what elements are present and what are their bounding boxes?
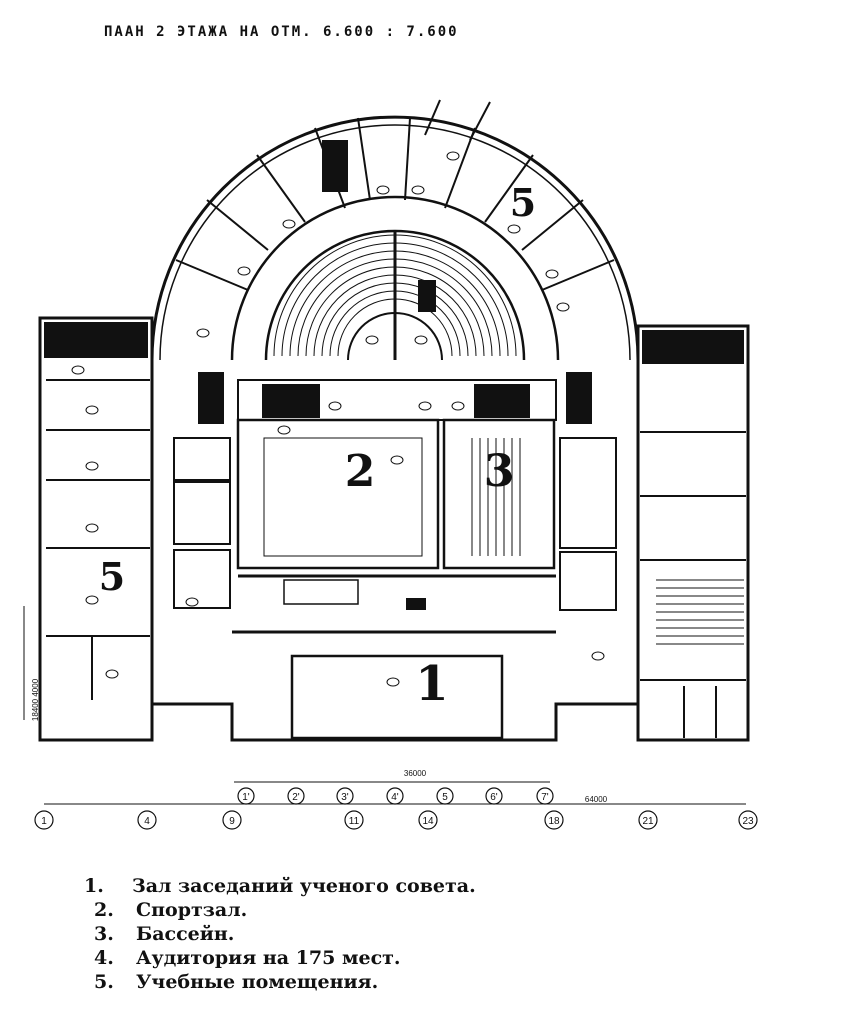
axis-label-secondary: 4' — [391, 792, 399, 803]
axis-marker — [738, 810, 758, 830]
axis-marker-secondary — [536, 787, 554, 805]
room-label-1: 1 — [415, 656, 448, 712]
dimension-overall: 64000 — [585, 795, 608, 804]
right-classrooms — [559, 431, 746, 738]
axis-marker — [544, 810, 564, 830]
dark-room-right — [642, 330, 744, 364]
legend-item: 5. Учебные помещения. — [84, 970, 604, 994]
axis-marker-secondary — [485, 787, 503, 805]
legend-text: Спортзал. — [136, 899, 248, 921]
corridor-arc-wall — [230, 195, 560, 361]
legend-text: Учебные помещения. — [136, 971, 379, 993]
axis-marker-secondary — [436, 787, 454, 805]
dark-room-left — [44, 322, 148, 358]
axis-label: 23 — [742, 816, 754, 827]
axis-marker-secondary — [336, 787, 354, 805]
legend-item: 1. Зал заседаний ученого совета. — [84, 874, 604, 898]
outer-arc-wall-inner — [159, 124, 631, 361]
axis-label-secondary: 7' — [541, 792, 549, 803]
axis-label-secondary: 3' — [341, 792, 349, 803]
plan-title: ПААН 2 ЭТАЖА НА ОТМ. 6.600 : 7.600 — [104, 24, 459, 40]
council-hall — [290, 654, 504, 740]
axis-label-secondary: 1' — [242, 792, 250, 803]
legend-text: Бассейн. — [136, 923, 235, 945]
legend-number: 4. — [94, 947, 114, 969]
axis-marker-secondary — [287, 787, 305, 805]
outer-arc-wall — [150, 115, 640, 361]
axis-marker-secondary — [386, 787, 404, 805]
axis-label: 4 — [144, 816, 150, 827]
left-classrooms — [46, 379, 231, 700]
room-label-2: 2 — [345, 446, 376, 497]
axis-marker — [34, 810, 54, 830]
dimension-side: 18400 4000 — [31, 678, 40, 721]
legend-text: Зал заседаний ученого совета. — [132, 875, 476, 897]
legend: 1. Зал заседаний ученого совета. 2. Спортз… — [84, 874, 604, 994]
pool-lanes — [471, 438, 521, 556]
axis-label-secondary: 2' — [292, 792, 300, 803]
legend-number: 2. — [94, 899, 114, 921]
room-label-5-top: 5 — [510, 180, 536, 225]
dimension-center: 36000 — [404, 769, 427, 778]
room-label-3: 3 — [484, 446, 515, 497]
axis-marker — [418, 810, 438, 830]
axis-marker-secondary — [237, 787, 255, 805]
legend-item: 4. Аудитория на 175 мест. — [84, 946, 604, 970]
axis-marker — [222, 810, 242, 830]
legend-item: 3. Бассейн. — [84, 922, 604, 946]
legend-number: 1. — [84, 875, 104, 897]
axis-label-secondary: 5 — [442, 792, 448, 803]
legend-number: 3. — [94, 923, 114, 945]
axis-marker — [137, 810, 157, 830]
room-label-5-left: 5 — [99, 554, 125, 599]
axis-marker — [344, 810, 364, 830]
legend-item: 2. Спортзал. — [84, 898, 604, 922]
axis-label: 18 — [548, 816, 560, 827]
legend-number: 5. — [94, 971, 114, 993]
axis-marker — [638, 810, 658, 830]
axis-label-secondary: 6' — [490, 792, 498, 803]
axis-label: 11 — [349, 816, 360, 827]
axis-label: 1 — [41, 816, 47, 827]
gym-hall — [236, 418, 440, 570]
axis-label: 14 — [422, 816, 434, 827]
legend-text: Аудитория на 175 мест. — [136, 947, 401, 969]
axis-label: 21 — [642, 816, 654, 827]
axis-label: 9 — [229, 816, 235, 827]
lecture-hall-rows — [656, 579, 744, 645]
